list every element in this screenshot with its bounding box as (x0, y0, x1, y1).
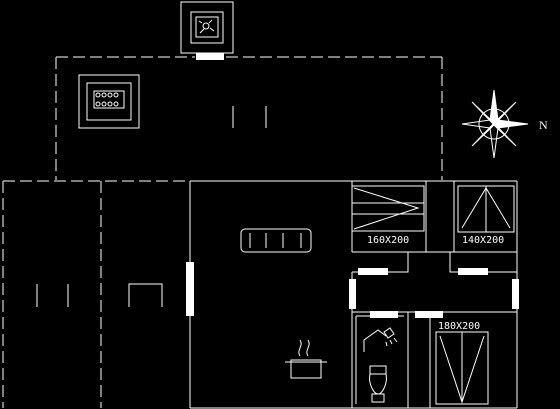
entrance-door (196, 53, 224, 60)
bedroom-1-bed-label: 160X200 (367, 235, 409, 246)
bathroom-door (370, 311, 398, 318)
terrace-chairs-icon (232, 106, 267, 128)
bedroom-1 (351, 181, 427, 253)
entrance-box (180, 1, 234, 54)
bedroom-2-bed-label: 140X200 (462, 235, 504, 246)
cooking-pot-icon (285, 339, 327, 379)
dining-table-icon (78, 74, 140, 129)
bathroom (351, 312, 409, 408)
bedroom-3 (429, 312, 489, 408)
hall-door-left (349, 279, 356, 309)
annex (2, 180, 190, 408)
compass-label: N (539, 118, 548, 132)
sofa-icon (240, 228, 312, 253)
toilet-icon (369, 365, 387, 403)
shower-icon (363, 327, 398, 352)
bedroom-3-bed-label: 180X200 (438, 321, 480, 332)
living-door (186, 262, 194, 316)
bedroom-2-door (458, 268, 488, 275)
hall-door-right (512, 279, 519, 309)
bedroom-3-door (415, 311, 443, 318)
compass-rose-icon (461, 89, 529, 159)
terrace (55, 56, 443, 180)
bedroom-1-door (358, 268, 388, 275)
bedroom-2 (426, 181, 517, 253)
hallway (351, 252, 517, 313)
grill-icon (195, 16, 219, 38)
annex-chairs-icon (36, 283, 163, 307)
